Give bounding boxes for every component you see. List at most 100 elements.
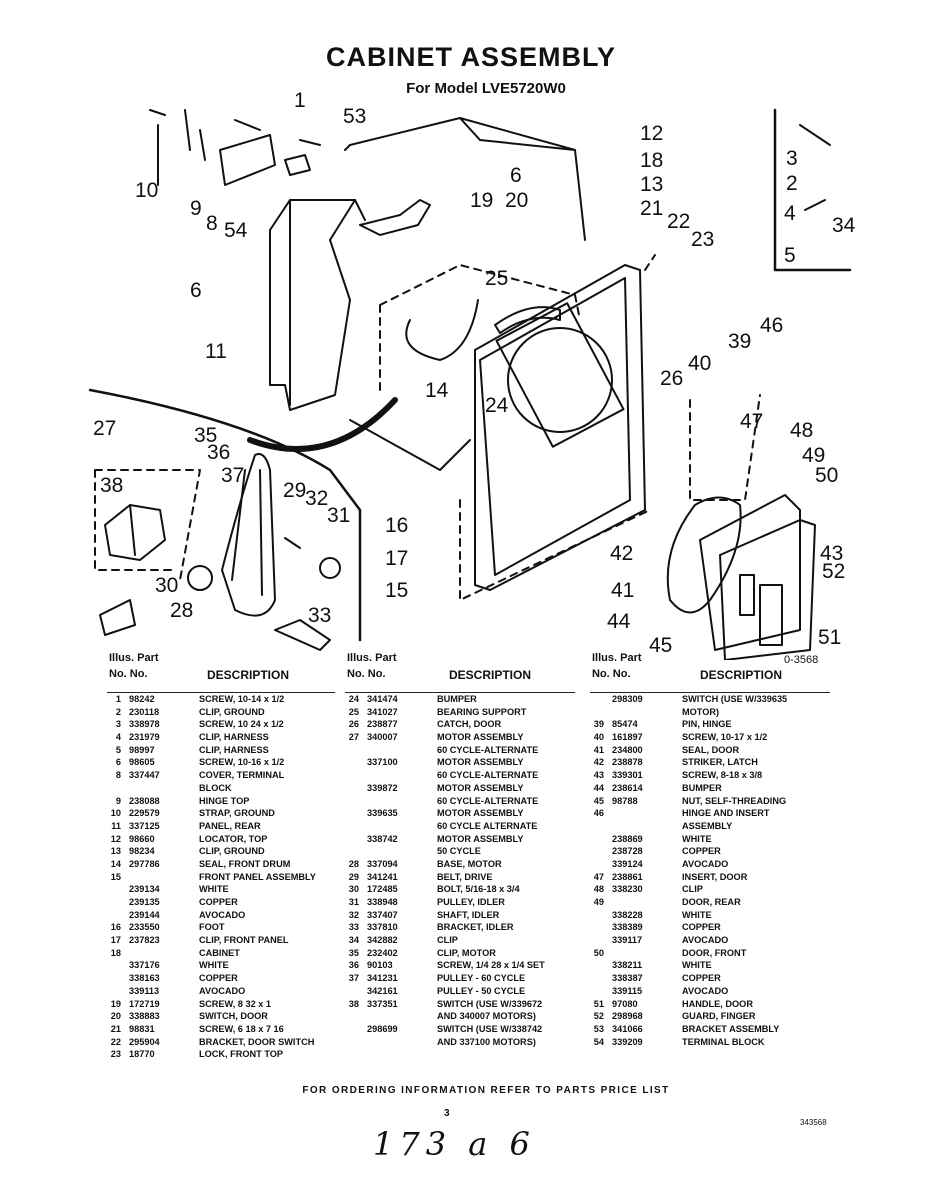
- description-cell: AVOCADO: [199, 909, 246, 920]
- control-opening: [495, 302, 625, 448]
- description-cell: SCREW, 1/4 28 x 1/4 SET: [437, 960, 545, 971]
- illus-no-cell: 37: [348, 973, 359, 984]
- description-cell: CABINET: [199, 947, 240, 958]
- callout-label: 6: [510, 164, 522, 187]
- drum-seal: [405, 299, 479, 361]
- illus-no-cell: 5: [115, 744, 121, 755]
- description-cell: MOTOR ASSEMBLY: [437, 808, 524, 819]
- illus-no-cell: 8: [115, 770, 121, 781]
- illus-no-cell: 17: [110, 935, 121, 946]
- description-cell: COVER, TERMINAL: [199, 770, 285, 781]
- illus-no-cell: 33: [348, 922, 359, 933]
- description-cell: AVOCADO: [682, 935, 729, 946]
- description-cell: AVOCADO: [682, 858, 729, 869]
- table-row: 27 340007 MOTOR ASSEMBLY: [345, 731, 575, 744]
- part-no-cell: 339635: [367, 808, 398, 819]
- part-no-cell: 338211: [612, 960, 643, 971]
- part-no-cell: 338883: [129, 1011, 160, 1022]
- motor-base: [99, 599, 136, 636]
- table-row: 17 237823 CLIP, FRONT PANEL: [107, 934, 335, 947]
- front-panel: [474, 264, 646, 591]
- callout-label: 11: [205, 340, 227, 363]
- callout-label: 39: [728, 330, 751, 353]
- part-no-cell: 339117: [612, 935, 643, 946]
- callout-label: 32: [305, 487, 328, 510]
- part-no-cell: 98660: [129, 833, 155, 844]
- callout-label: 25: [485, 267, 508, 290]
- callout-label: 4: [784, 202, 796, 225]
- part-no-cell: 229579: [129, 808, 160, 819]
- part-no-cell: 340007: [367, 732, 398, 743]
- description-cell: CLIP, GROUND: [199, 846, 265, 857]
- description-cell: WHITE: [199, 884, 229, 895]
- description-cell: SWITCH (USE W/339635: [682, 694, 788, 704]
- description-cell: BUMPER: [437, 694, 477, 704]
- description-cell: COPPER: [199, 973, 238, 984]
- part-no-cell: 337810: [367, 922, 398, 933]
- hinge-dashed: [689, 394, 761, 501]
- illus-no-cell: 27: [348, 732, 359, 743]
- description-cell: HANDLE, DOOR: [682, 998, 753, 1009]
- screw-1b: [299, 139, 321, 146]
- part-no-cell: 98605: [129, 757, 155, 768]
- table-row: 50 CYCLE: [345, 845, 575, 858]
- description-cell: 60 CYCLE-ALTERNATE: [437, 770, 539, 781]
- part-no-cell: 337447: [129, 770, 160, 781]
- illus-no-cell: 30: [348, 884, 359, 895]
- part-no-cell: 338163: [129, 973, 160, 984]
- description-cell: BASE, MOTOR: [437, 858, 502, 869]
- description-cell: HINGE TOP: [199, 795, 250, 806]
- table-row: AND 340007 MOTORS): [345, 1010, 575, 1023]
- part-no-cell: 237823: [129, 935, 160, 946]
- assembly-arrow: [88, 388, 362, 642]
- illus-no-cell: 4: [115, 732, 121, 743]
- table-row: 60 CYCLE-ALTERNATE: [345, 795, 575, 808]
- part-no-cell: 238728: [612, 846, 643, 857]
- no-no-header: No. No.: [347, 668, 386, 680]
- description-cell: SEAL, DOOR: [682, 744, 740, 755]
- screw-10: [149, 109, 166, 186]
- description-cell: 50 CYCLE: [437, 846, 481, 857]
- front-panel-dashed: [459, 254, 656, 601]
- illus-no-cell: 15: [110, 871, 121, 882]
- part-no-cell: 337100: [367, 757, 398, 768]
- callout-label: 49: [802, 444, 825, 467]
- description-cell: CLIP, FRONT PANEL: [199, 935, 289, 946]
- illus-no-cell: 18: [110, 947, 121, 958]
- part-no-cell: 337094: [367, 858, 398, 869]
- drum-opening: [507, 327, 613, 433]
- description-cell: CLIP, MOTOR: [437, 947, 496, 958]
- illus-no-cell: 14: [110, 858, 121, 869]
- description-cell: AVOCADO: [199, 985, 246, 996]
- description-cell: ASSEMBLY: [682, 820, 733, 831]
- callout-label: 41: [611, 579, 634, 602]
- ground-strap: [184, 109, 206, 161]
- description-cell: SWITCH, DOOR: [199, 1011, 268, 1022]
- illus-part-header: Illus. Part: [592, 652, 642, 664]
- description-cell: MOTOR ASSEMBLY: [437, 732, 524, 743]
- part-no-cell: 338387: [612, 973, 643, 984]
- idler-bracket: [274, 619, 331, 651]
- part-no-cell: 239144: [129, 909, 160, 920]
- description-cell: BLOCK: [199, 782, 232, 793]
- callout-label: 45: [649, 634, 672, 657]
- part-no-cell: 238878: [612, 757, 643, 768]
- illus-no-cell: 26: [348, 719, 359, 730]
- illus-no-cell: 9: [115, 795, 121, 806]
- description-cell: LOCATOR, TOP: [199, 833, 268, 844]
